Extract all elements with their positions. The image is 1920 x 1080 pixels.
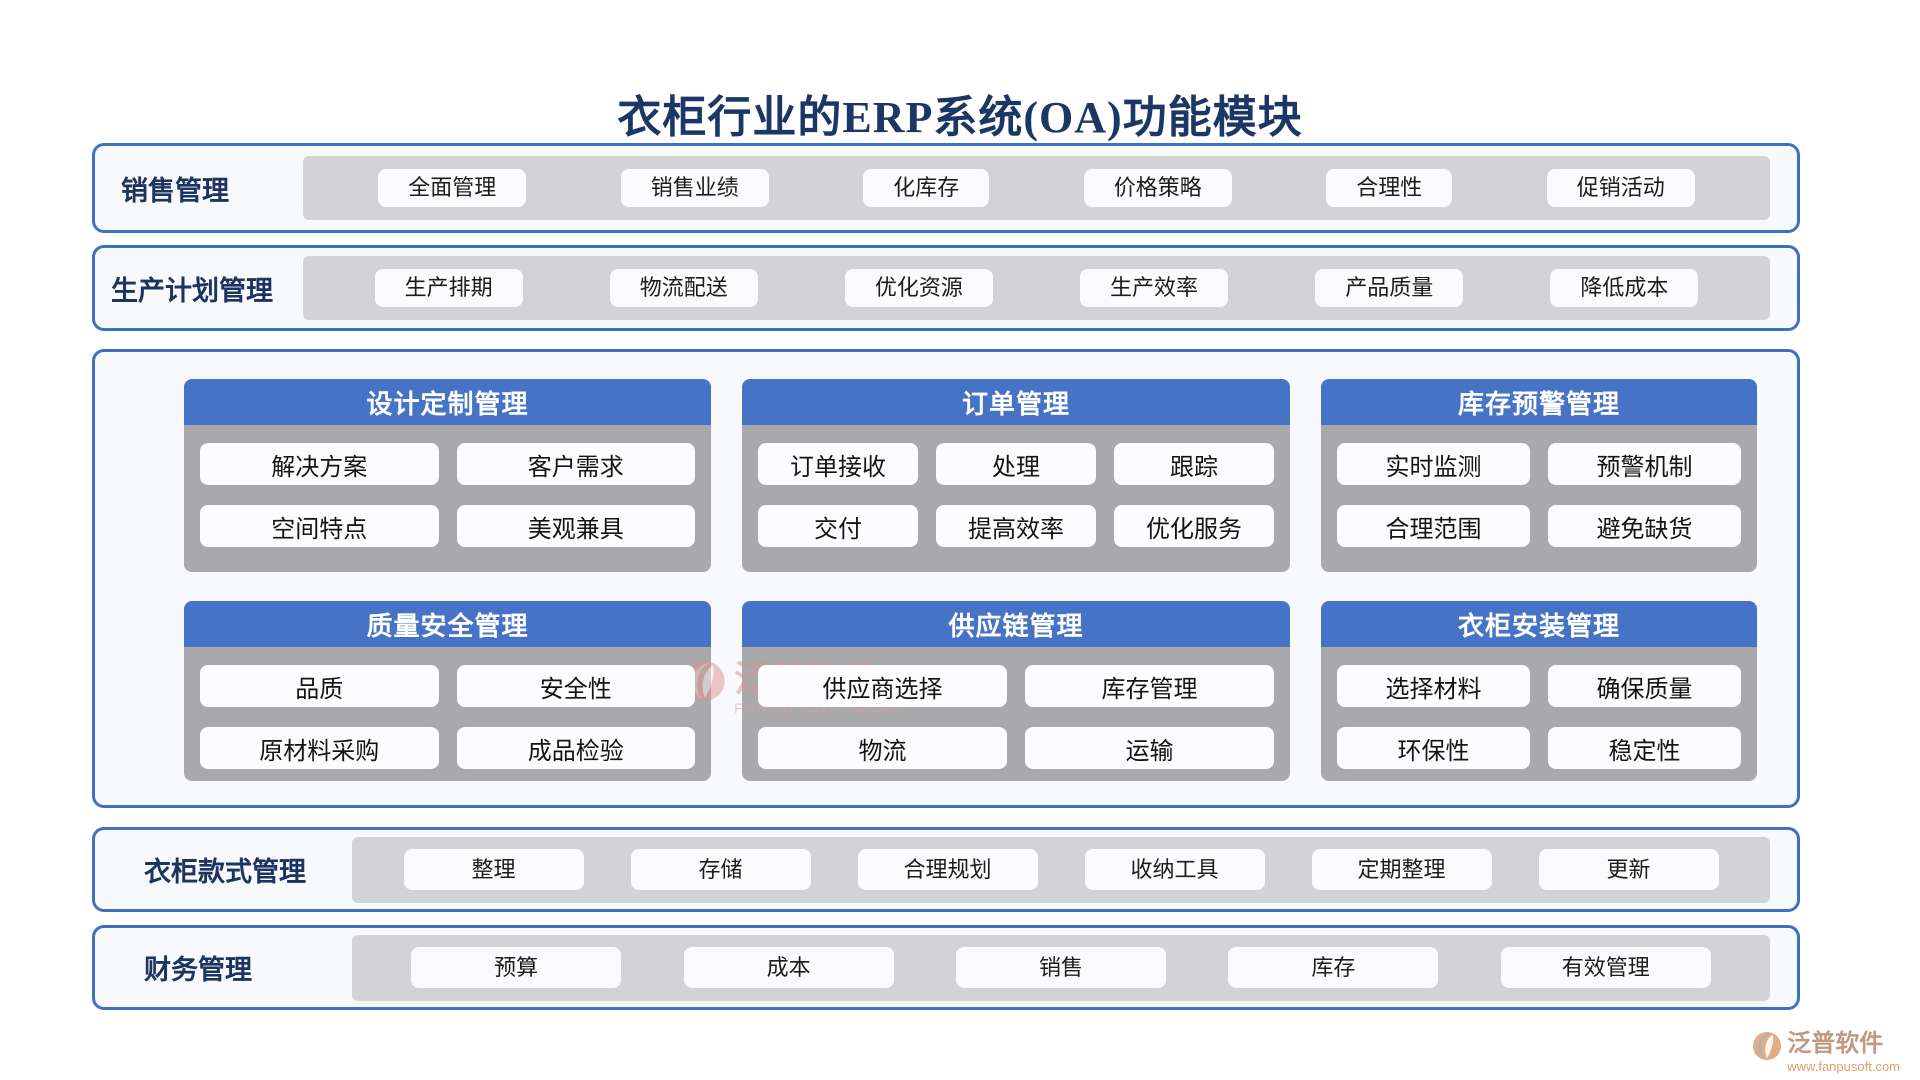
module-chip[interactable]: 生产效率 <box>1080 269 1229 307</box>
module-chip[interactable]: 环保性 <box>1337 727 1530 769</box>
module-chip[interactable]: 交付 <box>758 505 918 547</box>
card-wardrobe-install-management: 衣柜安装管理 选择材料 确保质量 环保性 稳定性 <box>1321 601 1757 781</box>
module-chip[interactable]: 销售业绩 <box>620 169 769 207</box>
module-chip[interactable]: 订单接收 <box>758 443 918 485</box>
row-sales-management: 销售管理 全面管理 销售业绩 化库存 价格策略 合理性 促销活动 <box>92 143 1800 233</box>
module-chip[interactable]: 供应商选择 <box>758 665 1007 707</box>
module-chip[interactable]: 预警机制 <box>1548 443 1741 485</box>
module-chip[interactable]: 降低成本 <box>1550 269 1699 307</box>
module-chip[interactable]: 销售 <box>955 947 1166 988</box>
module-chip[interactable]: 化库存 <box>863 169 990 207</box>
module-chip[interactable]: 有效管理 <box>1500 947 1711 988</box>
module-chip[interactable]: 空间特点 <box>200 505 439 547</box>
module-chip[interactable]: 收纳工具 <box>1084 849 1265 890</box>
module-chip[interactable]: 安全性 <box>456 665 695 707</box>
module-chip[interactable]: 原材料采购 <box>200 727 439 769</box>
card-title: 衣柜安装管理 <box>1321 601 1757 647</box>
module-chip[interactable]: 客户需求 <box>456 443 695 485</box>
card-design-customization: 设计定制管理 解决方案 客户需求 空间特点 美观兼具 <box>184 379 711 572</box>
module-chip[interactable]: 合理性 <box>1326 169 1453 207</box>
cards-row-top: 设计定制管理 解决方案 客户需求 空间特点 美观兼具 订单管理 订单接收 处理 … <box>184 379 1757 572</box>
module-chip[interactable]: 优化资源 <box>844 269 993 307</box>
module-chip[interactable]: 合理规划 <box>857 849 1038 890</box>
card-title: 质量安全管理 <box>184 601 711 647</box>
row-label-production: 生产计划管理 <box>111 275 273 306</box>
module-chip[interactable]: 整理 <box>403 849 584 890</box>
module-chip[interactable]: 全面管理 <box>378 169 527 207</box>
module-chip[interactable]: 确保质量 <box>1548 665 1741 707</box>
middle-panel: 设计定制管理 解决方案 客户需求 空间特点 美观兼具 订单管理 订单接收 处理 … <box>92 349 1800 808</box>
row-band-production: 生产排期 物流配送 优化资源 生产效率 产品质量 降低成本 <box>303 256 1770 320</box>
module-chip[interactable]: 存储 <box>630 849 811 890</box>
module-chip[interactable]: 生产排期 <box>374 269 523 307</box>
module-chip[interactable]: 解决方案 <box>200 443 439 485</box>
module-chip[interactable]: 提高效率 <box>936 505 1096 547</box>
card-quality-safety-management: 质量安全管理 品质 安全性 原材料采购 成品检验 <box>184 601 711 781</box>
page-title: 衣柜行业的ERP系统(OA)功能模块 <box>617 93 1303 143</box>
module-chip[interactable]: 美观兼具 <box>456 505 695 547</box>
module-chip[interactable]: 处理 <box>936 443 1096 485</box>
watermark-corner: 泛普软件 www.fanpusoft.com <box>1752 1031 1900 1074</box>
module-chip[interactable]: 避免缺货 <box>1548 505 1741 547</box>
module-chip[interactable]: 品质 <box>200 665 439 707</box>
module-chip[interactable]: 价格策略 <box>1083 169 1232 207</box>
row-band-finance: 预算 成本 销售 库存 有效管理 <box>352 934 1770 1001</box>
cards-row-bottom: 质量安全管理 品质 安全性 原材料采购 成品检验 供应链管理 供应商选择 库存管… <box>184 601 1757 781</box>
card-body: 实时监测 预警机制 合理范围 避免缺货 <box>1321 425 1757 572</box>
module-chip[interactable]: 成本 <box>683 947 894 988</box>
module-chip[interactable]: 选择材料 <box>1337 665 1530 707</box>
card-body: 品质 安全性 原材料采购 成品检验 <box>184 647 711 781</box>
module-chip[interactable]: 合理范围 <box>1337 505 1530 547</box>
card-supply-chain-management: 供应链管理 供应商选择 库存管理 物流 运输 <box>742 601 1290 781</box>
module-chip[interactable]: 跟踪 <box>1114 443 1274 485</box>
row-label-finance: 财务管理 <box>144 955 252 985</box>
module-chip[interactable]: 定期整理 <box>1311 849 1492 890</box>
card-title: 设计定制管理 <box>184 379 711 425</box>
module-chip[interactable]: 库存 <box>1228 947 1439 988</box>
card-inventory-warning-management: 库存预警管理 实时监测 预警机制 合理范围 避免缺货 <box>1321 379 1757 572</box>
row-production-plan-management: 生产计划管理 生产排期 物流配送 优化资源 生产效率 产品质量 降低成本 <box>92 245 1800 331</box>
watermark-url: www.fanpusoft.com <box>1787 1059 1900 1074</box>
module-chip[interactable]: 库存管理 <box>1025 665 1274 707</box>
card-title: 供应链管理 <box>742 601 1290 647</box>
card-body: 解决方案 客户需求 空间特点 美观兼具 <box>184 425 711 572</box>
module-chip[interactable]: 促销活动 <box>1546 169 1695 207</box>
card-body: 供应商选择 库存管理 物流 运输 <box>742 647 1290 781</box>
card-body: 订单接收 处理 跟踪 交付 提高效率 优化服务 <box>742 425 1290 572</box>
row-finance-management: 财务管理 预算 成本 销售 库存 有效管理 <box>92 925 1800 1010</box>
row-label-wardrobe-style: 衣柜款式管理 <box>144 857 306 887</box>
module-chip[interactable]: 优化服务 <box>1114 505 1274 547</box>
card-title: 订单管理 <box>742 379 1290 425</box>
card-title: 库存预警管理 <box>1321 379 1757 425</box>
row-label-sales: 销售管理 <box>121 175 229 206</box>
module-chip[interactable]: 产品质量 <box>1315 269 1464 307</box>
card-body: 选择材料 确保质量 环保性 稳定性 <box>1321 647 1757 781</box>
module-chip[interactable]: 物流配送 <box>609 269 758 307</box>
module-chip[interactable]: 成品检验 <box>456 727 695 769</box>
row-band-wardrobe-style: 整理 存储 合理规划 收纳工具 定期整理 更新 <box>352 836 1770 903</box>
card-order-management: 订单管理 订单接收 处理 跟踪 交付 提高效率 优化服务 <box>742 379 1290 572</box>
module-chip[interactable]: 运输 <box>1025 727 1274 769</box>
row-band-sales: 全面管理 销售业绩 化库存 价格策略 合理性 促销活动 <box>303 156 1770 220</box>
module-chip[interactable]: 预算 <box>411 947 622 988</box>
fanpu-logo-icon <box>1752 1031 1782 1066</box>
module-chip[interactable]: 实时监测 <box>1337 443 1530 485</box>
module-chip[interactable]: 物流 <box>758 727 1007 769</box>
module-chip[interactable]: 更新 <box>1538 849 1719 890</box>
watermark-brand: 泛普软件 <box>1787 1031 1884 1058</box>
module-chip[interactable]: 稳定性 <box>1548 727 1741 769</box>
row-wardrobe-style-management: 衣柜款式管理 整理 存储 合理规划 收纳工具 定期整理 更新 <box>92 827 1800 912</box>
